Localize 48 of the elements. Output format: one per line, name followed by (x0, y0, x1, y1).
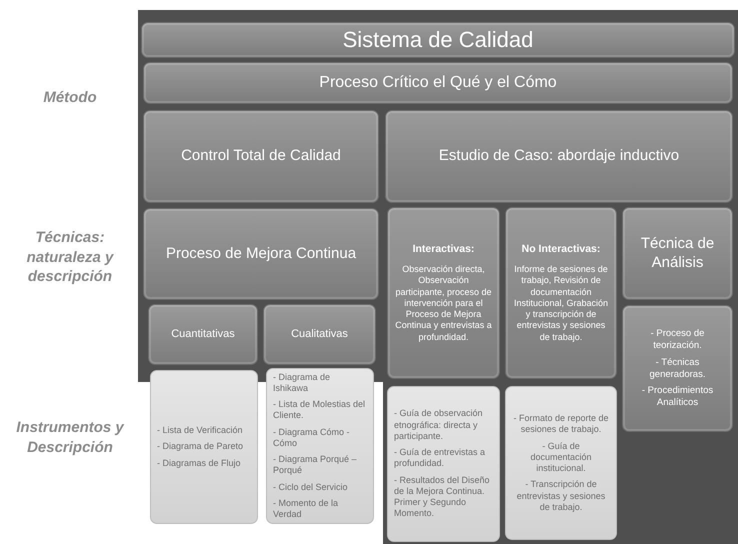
box-text: Estudio de Caso: abordaje inductivo (438, 147, 680, 166)
row-label: Técnicas: naturaleza y descripción (26, 228, 115, 286)
list-item: - Procedimientos Analíticos (640, 385, 714, 410)
list-item: - Diagrama Porqué – Porqué (273, 454, 358, 477)
box-text: Técnica de Análisis (640, 234, 716, 272)
box-heading: Interactivas: (412, 243, 476, 256)
box-text: Informe de sesiones de trabajo, Revisión de documentación Institucional, Grabación y transcripción de entrevistas y sesiones de trabajo. (512, 264, 610, 343)
list-item: - Resultados del Diseño de la Mejora Continua. Primer y Segundo Momento. (394, 474, 491, 520)
category-box (387, 207, 500, 379)
category-box (143, 110, 379, 203)
list-item: - Transcripción de entrevistas y sesiones de trabajo. (516, 479, 606, 513)
box-heading: No Interactivas: (520, 243, 602, 256)
category-box (385, 110, 733, 203)
list-item: - Lista de Molestias del Cliente. (273, 399, 366, 422)
box-text: Sistema de Calidad (342, 26, 534, 54)
box-text: Observación directa, Observación participante, proceso de intervención para el Proceso de Mejora Continua y entrevistas a profundidad. (394, 264, 493, 343)
list-item: - Técnicas generadoras. (648, 356, 706, 380)
box-text: Control Total de Calidad (180, 147, 342, 166)
list-item: - Lista de Verificación (157, 425, 244, 436)
list-item: - Proceso de teorización. (650, 328, 706, 352)
list-item: - Diagrama Cómo - Cómo (273, 426, 351, 450)
list-item: - Ciclo del Servicio (273, 482, 349, 493)
category-box (148, 304, 258, 365)
list-item: - Guía de entrevistas a profundidad. (394, 447, 486, 470)
box-text: Proceso de Mejora Continua (164, 244, 358, 264)
list-item: - Diagrama de Ishikawa (273, 372, 332, 394)
list-box (387, 386, 500, 542)
list-box (266, 368, 374, 524)
list-box (150, 370, 258, 524)
list-box (505, 386, 617, 540)
list-item: - Formato de reporte de sesiones de trabajo. (512, 413, 610, 436)
category-box (143, 208, 379, 300)
category-box (505, 207, 617, 379)
box-text: Cualitativas (290, 328, 349, 342)
box-text: Proceso Crítico el Qué y el Cómo (318, 73, 558, 93)
list-item: - Diagramas de Flujo (157, 458, 242, 469)
list-item: - Guía de observación etnográfica: directa y participante. (394, 408, 484, 442)
row-label: Método (42, 88, 98, 108)
row-label: Instrumentos y Descripción (15, 418, 126, 457)
category-box (263, 304, 376, 365)
category-box (622, 305, 733, 432)
category-box (143, 62, 733, 104)
category-box (622, 207, 733, 300)
list-item: - Momento de la Verdad (273, 498, 340, 520)
box-text: Cuantitativas (170, 328, 236, 342)
list-item: - Guía de documentación institucional. (529, 440, 593, 474)
list-item: - Diagrama de Pareto (157, 441, 244, 453)
category-box (141, 22, 735, 58)
